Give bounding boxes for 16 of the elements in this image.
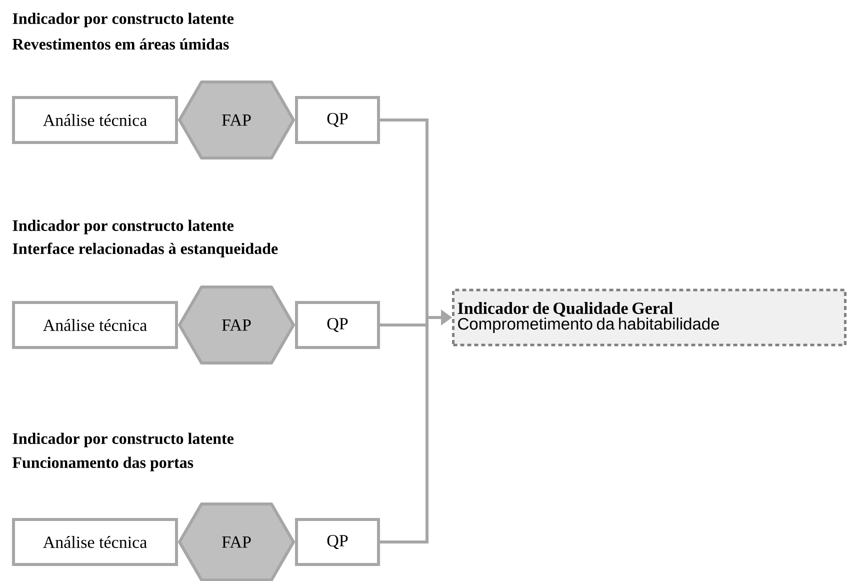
hexagon: FAP: [178, 286, 295, 364]
text-box: Análise técnica: [12, 301, 178, 349]
text-box: QP: [295, 518, 380, 566]
heading: Revestimentos em áreas úmidas: [12, 38, 229, 50]
dashed-box: Indicador de Qualidade Geral Comprometimento da habitabilidade: [452, 288, 846, 346]
heading: Indicador por constructo latente: [12, 220, 234, 234]
text-box: Análise técnica: [12, 518, 178, 566]
heading: Indicador por constructo latente: [12, 12, 234, 28]
heading: Interface relacionadas à estanqueidade: [12, 242, 278, 258]
text-box: QP: [295, 96, 380, 144]
hexagon: FAP: [178, 80, 295, 160]
heading: Indicador por constructo latente: [12, 432, 234, 448]
heading: Funcionamento das portas: [12, 456, 194, 472]
hexagon: FAP: [178, 502, 295, 581]
text-box: Análise técnica: [12, 96, 178, 144]
text-box: QP: [295, 301, 380, 349]
